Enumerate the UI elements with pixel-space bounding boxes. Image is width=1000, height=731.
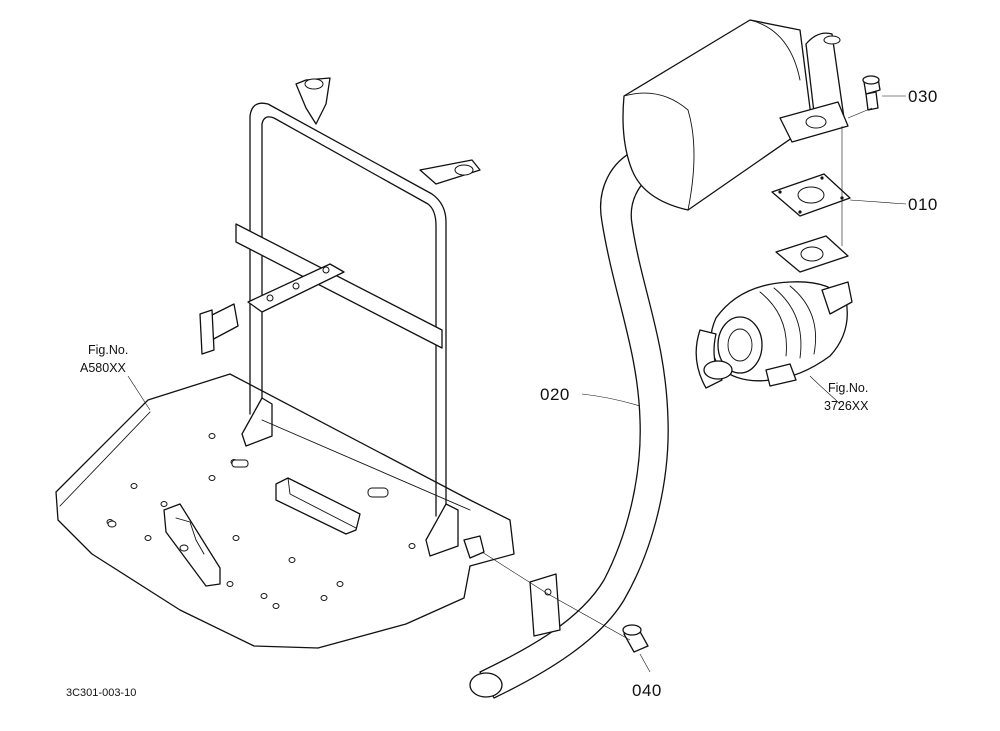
label-020: 020 [540, 385, 570, 404]
ref-left-line2: A580XX [80, 361, 127, 375]
bolt-030 [862, 75, 881, 111]
drawing-code: 3C301-003-10 [66, 687, 136, 699]
turbocharger [695, 235, 853, 389]
ref-right-line1: Fig.No. [828, 381, 868, 395]
muffler [622, 19, 849, 211]
label-010: 010 [908, 195, 938, 214]
leader-lines [127, 95, 907, 673]
ref-left-line1: Fig.No. [88, 343, 128, 357]
label-040: 040 [632, 681, 662, 700]
gasket [771, 173, 851, 217]
floor-plate-frame [55, 77, 515, 649]
ref-right-line2: 3726XX [824, 399, 869, 413]
label-030: 030 [908, 87, 938, 106]
bolt-040 [622, 624, 649, 653]
exhaust-pipe [469, 146, 669, 699]
